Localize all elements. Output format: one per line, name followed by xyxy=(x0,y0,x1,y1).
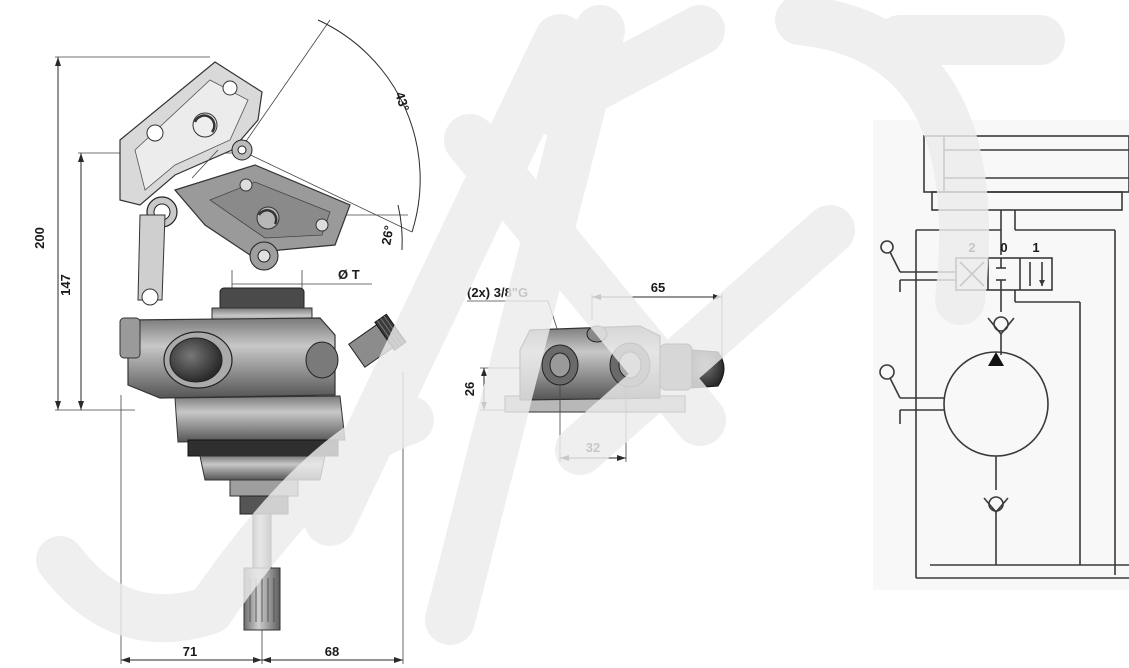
hydraulic-schematic: 2 0 1 xyxy=(873,120,1129,590)
dim-height-pivot: 147 xyxy=(58,274,73,296)
width-dimensions: 71 68 xyxy=(120,372,404,664)
outlet-dimension: Ø T xyxy=(231,267,372,290)
dim-angle-max: 43° xyxy=(392,90,412,113)
dim-height-total: 200 xyxy=(32,227,47,249)
valve-position-1: 1 xyxy=(1032,240,1039,255)
dim-angle-min: 26° xyxy=(378,224,396,246)
dim-width-right: 68 xyxy=(325,644,339,659)
valve-position-0: 0 xyxy=(1000,240,1007,255)
pump-lever xyxy=(119,61,351,306)
dim-valve-length: 65 xyxy=(651,280,665,295)
lever-angle-dimensions: 43° 26° xyxy=(239,19,421,251)
dim-valve-height: 26 xyxy=(462,382,477,396)
dim-width-left: 71 xyxy=(183,644,197,659)
pump-symbol xyxy=(879,316,1049,565)
dim-outlet: Ø T xyxy=(338,267,360,282)
watermark xyxy=(36,0,1065,645)
